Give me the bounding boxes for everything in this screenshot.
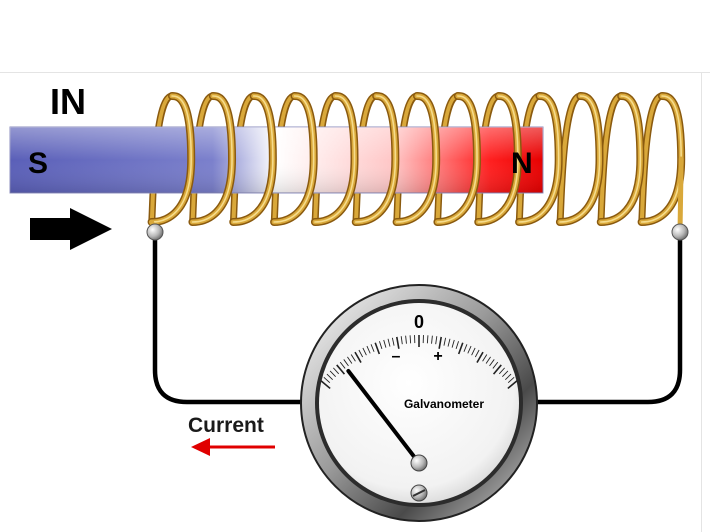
scale-tick bbox=[426, 335, 429, 344]
coil-turn-front-shine bbox=[518, 95, 560, 223]
scale-tick bbox=[358, 349, 364, 358]
scale-tick bbox=[485, 356, 491, 364]
needle-pivot bbox=[410, 454, 428, 472]
scale-tick bbox=[323, 377, 331, 384]
circuit-wire bbox=[152, 232, 683, 405]
scale-tick bbox=[451, 339, 455, 348]
coil-turn-back-highlight bbox=[598, 94, 624, 224]
coil-turn-front-shine bbox=[191, 95, 233, 223]
coil-turn-front-shine bbox=[559, 95, 601, 223]
scale-tick bbox=[395, 336, 400, 349]
scale-tick bbox=[320, 380, 331, 390]
scale-tick bbox=[463, 344, 468, 352]
coil-turn-front-shine bbox=[273, 95, 315, 223]
north-pole-label: N bbox=[511, 147, 533, 180]
scale-tick bbox=[339, 361, 346, 369]
coil-turn-front-shine bbox=[150, 95, 192, 223]
zero-adjust-screw bbox=[410, 484, 428, 502]
scale-tick bbox=[492, 361, 499, 369]
scale-tick bbox=[467, 345, 472, 354]
scale-tick bbox=[476, 351, 484, 363]
scale-tick bbox=[336, 364, 346, 375]
scale-zero-label: 0 bbox=[414, 312, 424, 332]
scale-tick bbox=[443, 337, 447, 346]
scale-tick bbox=[438, 336, 443, 349]
scale-tick bbox=[447, 338, 451, 347]
scale-tick bbox=[333, 367, 340, 375]
coil-turn-back-highlight bbox=[639, 94, 664, 224]
coil-terminal-right bbox=[671, 223, 689, 241]
coil-turn-back-highlight bbox=[557, 94, 583, 224]
scale-tick bbox=[347, 356, 353, 364]
coil-turn-front-shine bbox=[354, 95, 397, 223]
scale-tick bbox=[405, 335, 407, 344]
scale-tick bbox=[457, 342, 464, 355]
scale-tick bbox=[366, 345, 371, 354]
coil-turn-front-shine bbox=[232, 95, 274, 223]
scale-tick bbox=[505, 373, 512, 380]
coil-terminal-left bbox=[146, 223, 164, 241]
scale-tick bbox=[343, 359, 349, 367]
galvanometer: 0 – + Galvanometer bbox=[300, 284, 538, 522]
scale-tick bbox=[379, 341, 383, 350]
coil-turn-front-shine bbox=[599, 95, 642, 223]
scale-tick bbox=[431, 335, 433, 344]
scale-tick bbox=[409, 335, 412, 344]
scale-tick bbox=[350, 354, 356, 362]
scale-tick bbox=[507, 380, 518, 390]
coil-turn-front-shine bbox=[395, 95, 437, 223]
scale-tick bbox=[329, 370, 336, 377]
scale-tick bbox=[387, 338, 391, 347]
coil-turn-front-shine bbox=[436, 95, 478, 223]
frame-border-top bbox=[0, 72, 710, 73]
galvanometer-needle bbox=[346, 368, 421, 465]
scale-tick bbox=[354, 351, 362, 363]
galvanometer-label: Galvanometer bbox=[404, 397, 484, 411]
scale-tick bbox=[391, 337, 395, 346]
coil-lead-right bbox=[677, 156, 684, 235]
scale-tick bbox=[435, 336, 438, 345]
scale-tick bbox=[374, 342, 381, 355]
scale-tick bbox=[471, 347, 476, 356]
scale-tick bbox=[362, 347, 367, 356]
scale-tick bbox=[492, 364, 502, 375]
scale-minus-label: – bbox=[392, 348, 401, 365]
current-label: Current bbox=[188, 414, 264, 437]
coil-front-turns bbox=[147, 92, 686, 235]
scale-tick bbox=[482, 354, 488, 362]
galvanometer-scale-ticks bbox=[320, 335, 518, 390]
scale-tick bbox=[455, 341, 459, 350]
direction-label: IN bbox=[50, 81, 86, 122]
south-pole-label: S bbox=[28, 147, 48, 180]
scale-tick bbox=[326, 373, 333, 380]
scale-tick bbox=[502, 370, 509, 377]
arrow-right-icon bbox=[30, 208, 112, 250]
scale-tick bbox=[489, 359, 495, 367]
frame-border-right bbox=[701, 72, 702, 532]
scale-tick bbox=[474, 349, 480, 358]
scale-tick bbox=[383, 339, 387, 348]
coil-turn-front-shine bbox=[314, 95, 356, 223]
coil-turn-front-shine bbox=[477, 95, 519, 223]
scale-tick bbox=[370, 344, 375, 352]
arrow-left-icon bbox=[191, 438, 275, 456]
scale-tick bbox=[507, 377, 515, 384]
scale-tick bbox=[498, 367, 505, 375]
scale-plus-label: + bbox=[433, 348, 442, 365]
scale-tick bbox=[400, 336, 403, 345]
